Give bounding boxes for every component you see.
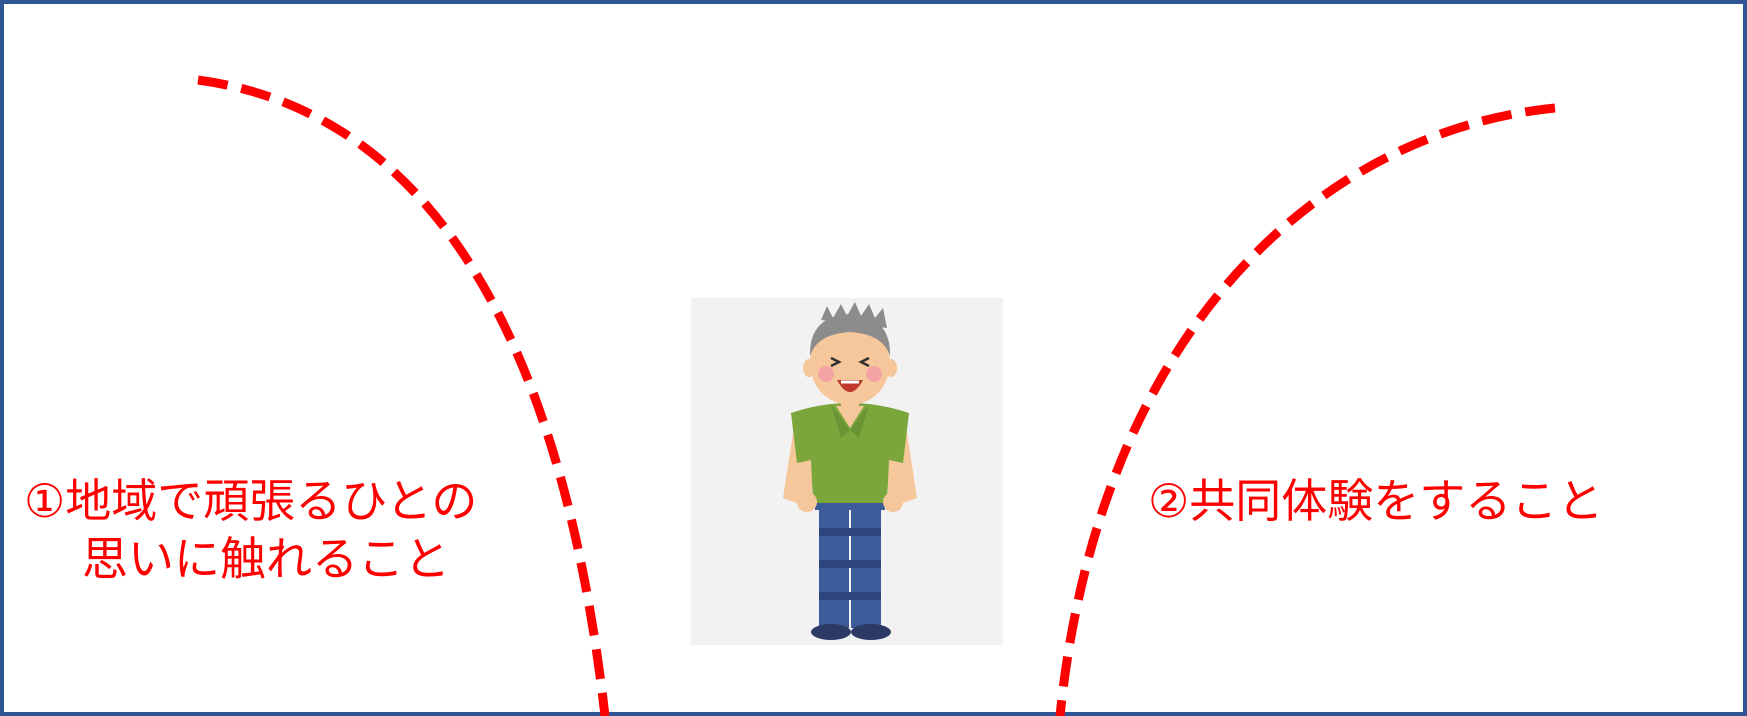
left-dashed-arc: [198, 80, 605, 716]
left-label-line2: 思いに触れること: [24, 530, 584, 588]
smiling-grandpa-icon: [691, 298, 1003, 645]
left-label: ①地域で頑張るひとの 思いに触れること: [24, 472, 584, 588]
left-label-line1: ①地域で頑張るひとの: [24, 474, 477, 528]
right-dashed-arc: [1060, 108, 1555, 716]
right-label: ②共同体験をすること: [1148, 472, 1603, 530]
grandpa-illustration: [691, 298, 1003, 645]
